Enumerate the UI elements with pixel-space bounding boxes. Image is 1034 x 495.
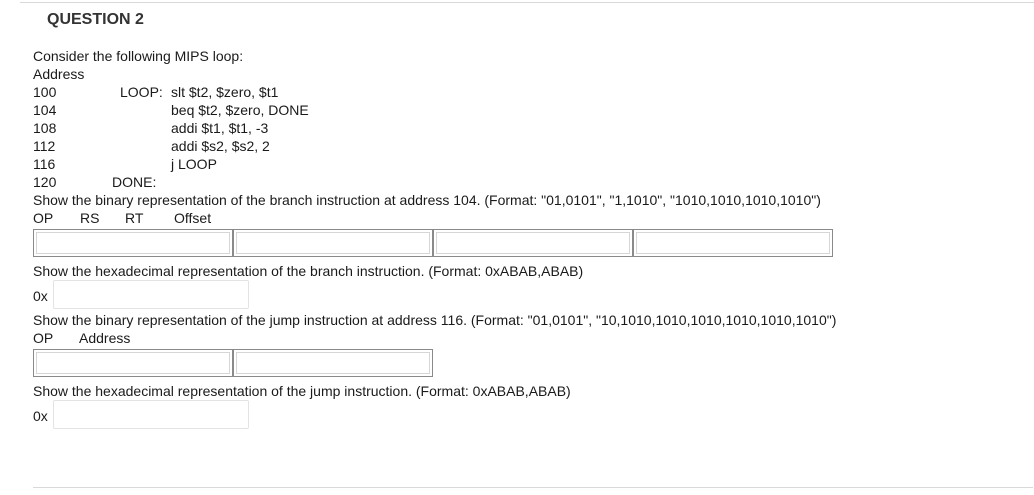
- question-intro: Consider the following MIPS loop:: [33, 48, 244, 64]
- code-label: LOOP:: [120, 84, 163, 100]
- code-instruction: beq $t2, $zero, DONE: [171, 102, 309, 118]
- jump-address-input[interactable]: [233, 349, 433, 377]
- branch-hex-input[interactable]: [53, 280, 249, 309]
- address-header: Address: [33, 66, 85, 82]
- bottom-divider: [33, 487, 1033, 488]
- branch-op-input[interactable]: [33, 229, 233, 257]
- code-instruction: slt $t2, $zero, $t1: [171, 84, 279, 100]
- code-address: 104: [33, 102, 57, 118]
- branch-rt-input[interactable]: [433, 229, 633, 257]
- branch-rs-input[interactable]: [233, 229, 433, 257]
- code-address: 120: [33, 174, 57, 190]
- code-address: 112: [33, 138, 56, 154]
- branch-binary-prompt: Show the binary representation of the br…: [33, 192, 821, 208]
- question-title: QUESTION 2: [47, 11, 144, 28]
- field-label-op: OP: [33, 210, 54, 226]
- branch-hex-prompt: Show the hexadecimal representation of t…: [33, 263, 584, 279]
- code-instruction: addi $s2, $s2, 2: [171, 138, 270, 154]
- code-address: 116: [33, 156, 56, 172]
- branch-offset-input[interactable]: [633, 229, 833, 257]
- code-label: DONE:: [112, 174, 157, 190]
- code-instruction: addi $t1, $t1, -3: [171, 120, 269, 136]
- jump-op-input[interactable]: [33, 349, 233, 377]
- jump-hex-input[interactable]: [53, 400, 249, 429]
- code-address: 108: [33, 120, 57, 136]
- field-label-op: OP: [33, 330, 54, 346]
- jump-binary-prompt: Show the binary representation of the ju…: [33, 312, 837, 328]
- top-divider: [20, 2, 1034, 3]
- field-label-rs: RS: [80, 210, 100, 226]
- jump-hex-prompt: Show the hexadecimal representation of t…: [33, 383, 571, 399]
- hex-prefix: 0x: [33, 408, 48, 424]
- field-label-offset: Offset: [174, 210, 212, 226]
- field-label-address: Address: [79, 330, 131, 346]
- code-address: 100: [33, 84, 57, 100]
- hex-prefix: 0x: [33, 288, 48, 304]
- field-label-rt: RT: [125, 210, 144, 226]
- code-instruction: j LOOP: [171, 156, 217, 172]
